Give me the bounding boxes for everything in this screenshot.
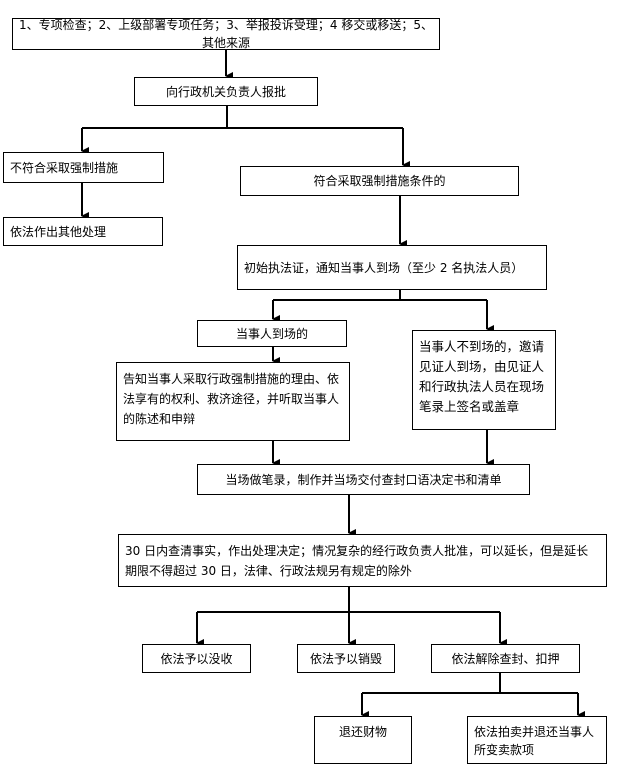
node-destroy: 依法予以销毁 bbox=[297, 644, 395, 673]
node-eligible: 符合采取强制措施条件的 bbox=[240, 166, 519, 196]
node-sources: 1、专项检查；2、上级部署专项任务；3、举报投诉受理；4 移交或移送；5、其他来… bbox=[12, 18, 440, 50]
node-show-cert: 初始执法证，通知当事人到场（至少 2 名执法人员） bbox=[237, 245, 547, 290]
node-investigate: 30 日内查清事实，作出处理决定；情况复杂的经行政负责人批准，可以延长，但是延长… bbox=[118, 534, 607, 587]
node-auction: 依法拍卖并退还当事人所变卖款项 bbox=[467, 716, 607, 764]
node-return: 退还财物 bbox=[314, 716, 412, 764]
node-release: 依法解除查封、扣押 bbox=[431, 644, 580, 673]
node-confiscate: 依法予以没收 bbox=[142, 644, 251, 673]
node-report: 向行政机关负责人报批 bbox=[134, 77, 318, 106]
node-party-present: 当事人到场的 bbox=[197, 320, 347, 347]
node-other-handling: 依法作出其他处理 bbox=[3, 217, 163, 246]
node-inform: 告知当事人采取行政强制措施的理由、依法享有的权利、救济途径，并听取当事人的陈述和… bbox=[116, 362, 350, 441]
node-record: 当场做笔录，制作并当场交付查封口语决定书和清单 bbox=[197, 464, 530, 495]
node-not-eligible: 不符合采取强制措施 bbox=[3, 152, 164, 183]
node-party-absent: 当事人不到场的，邀请见证人到场，由见证人和行政执法人员在现场笔录上签名或盖章 bbox=[412, 330, 556, 430]
